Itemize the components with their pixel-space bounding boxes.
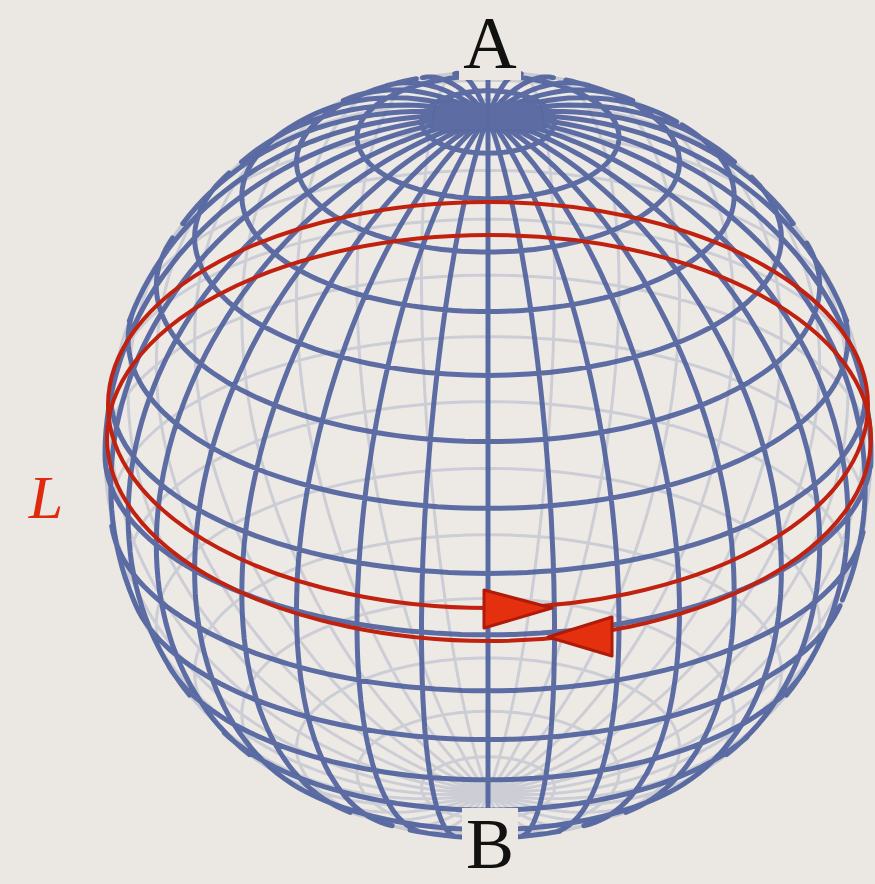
loop-label: L bbox=[25, 466, 67, 528]
point-label: A bbox=[459, 6, 520, 80]
sphere-wireframe bbox=[105, 72, 871, 838]
grid-line bbox=[105, 72, 871, 838]
arrowhead bbox=[548, 617, 612, 656]
grid-line bbox=[105, 72, 871, 838]
loop-ellipse bbox=[108, 202, 868, 608]
loop-l bbox=[107, 202, 871, 656]
point-label: B bbox=[462, 808, 518, 880]
arrowhead bbox=[484, 590, 552, 628]
sphere-body bbox=[105, 72, 871, 838]
loop-ellipse bbox=[107, 235, 871, 641]
